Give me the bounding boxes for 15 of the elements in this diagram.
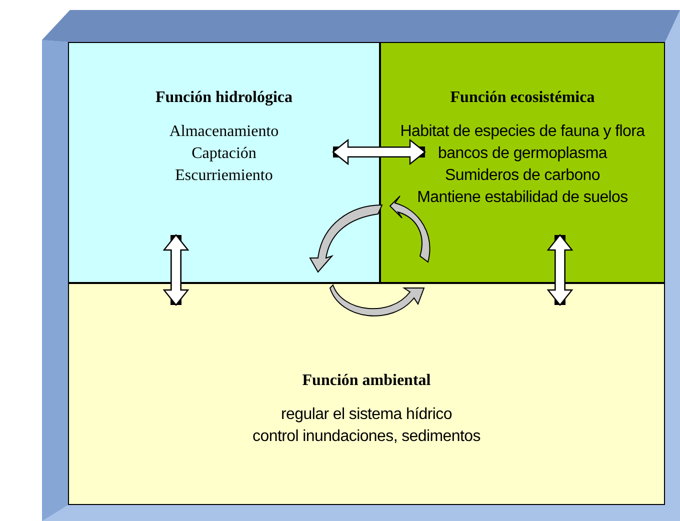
panel-text: Mantiene estabilidad de suelos	[416, 188, 629, 208]
panel-text: Sumideros de carbono	[444, 166, 601, 186]
panel-text: Captación	[190, 144, 258, 164]
function-panel	[68, 42, 380, 283]
panel-text: control inundaciones, sedimentos	[252, 427, 482, 447]
panel-text: Escurriemiento	[174, 166, 274, 186]
panel-text: Almacenamiento	[168, 122, 280, 142]
panel-text: bancos de germoplasma	[437, 144, 608, 164]
panel-heading: Función hidrológica	[155, 89, 293, 107]
function-panel	[68, 283, 665, 505]
panel-text: Habitat de especies de fauna y flora	[399, 122, 646, 142]
panel-text: regular el sistema hídrico	[280, 405, 453, 425]
function-panel	[380, 42, 665, 283]
panel-heading: Función ecosistémica	[450, 89, 595, 107]
panel-heading: Función ambiental	[302, 372, 431, 390]
